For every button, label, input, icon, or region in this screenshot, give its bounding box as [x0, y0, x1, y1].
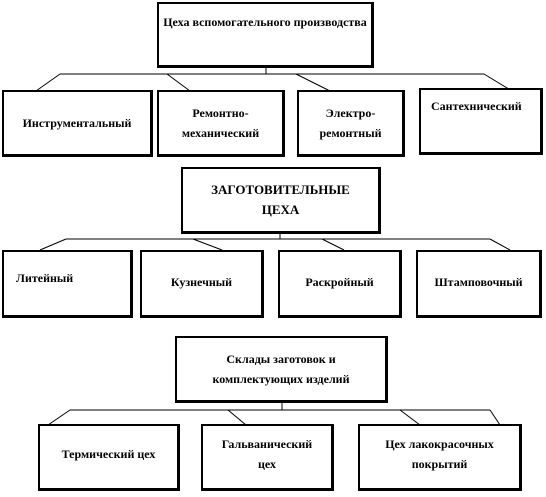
- connector-line: [489, 409, 501, 426]
- box-auxiliary-production: Цеха вспомогательного производства: [157, 2, 374, 68]
- connector-line: [295, 73, 331, 92]
- box-label: Термический цех: [61, 447, 156, 461]
- connector-line: [39, 238, 67, 251]
- box-instrumental: Инструментальный: [2, 90, 153, 157]
- box-forge: Кузнечный: [140, 250, 264, 318]
- box-electro-repair: Электро-ремонтный: [297, 90, 405, 157]
- connector-line: [321, 238, 345, 251]
- connector-line: [227, 409, 247, 426]
- connector-line: [47, 409, 71, 426]
- box-label: Цех лакокрасочных покрытий: [385, 437, 494, 471]
- box-label: Кузнечный: [170, 274, 233, 289]
- box-label: Раскройный: [305, 274, 374, 289]
- box-label: ЗАГОТОВИТЕЛЬНЫЕ ЦЕХА: [211, 182, 350, 217]
- connector-line: [35, 73, 61, 92]
- connector-line: [192, 238, 223, 251]
- connector-line: [166, 73, 191, 92]
- box-label: Литейный: [16, 271, 74, 285]
- box-stamping: Штамповочный: [416, 250, 542, 318]
- box-paint-coatings: Цех лакокрасочных покрытий: [358, 424, 522, 491]
- box-procurement-shops: ЗАГОТОВИТЕЛЬНЫЕ ЦЕХА: [181, 167, 381, 234]
- box-label: Сантехнический: [431, 99, 522, 113]
- box-label: Инструментальный: [22, 116, 132, 130]
- box-label: Склады заготовок и комплектующих изделий: [212, 352, 350, 386]
- box-repair-mechanical: Ремонтно-механический: [157, 90, 285, 157]
- box-thermal: Термический цех: [38, 424, 180, 491]
- box-label: Гальванический цех: [221, 437, 313, 471]
- box-warehouses: Склады заготовок и комплектующих изделий: [175, 336, 388, 403]
- box-galvanic: Гальванический цех: [201, 424, 334, 491]
- box-label: Электро-ремонтный: [319, 106, 382, 140]
- connector-line: [399, 409, 421, 426]
- box-label: Ремонтно-механический: [181, 106, 260, 140]
- connector-line: [489, 238, 511, 251]
- box-foundry: Литейный: [2, 250, 133, 318]
- box-label: Цеха вспомогательного производства: [163, 15, 367, 29]
- box-sanitary: Сантехнический: [419, 88, 543, 155]
- box-cutting: Раскройный: [278, 250, 402, 318]
- box-label: Штамповочный: [434, 274, 523, 289]
